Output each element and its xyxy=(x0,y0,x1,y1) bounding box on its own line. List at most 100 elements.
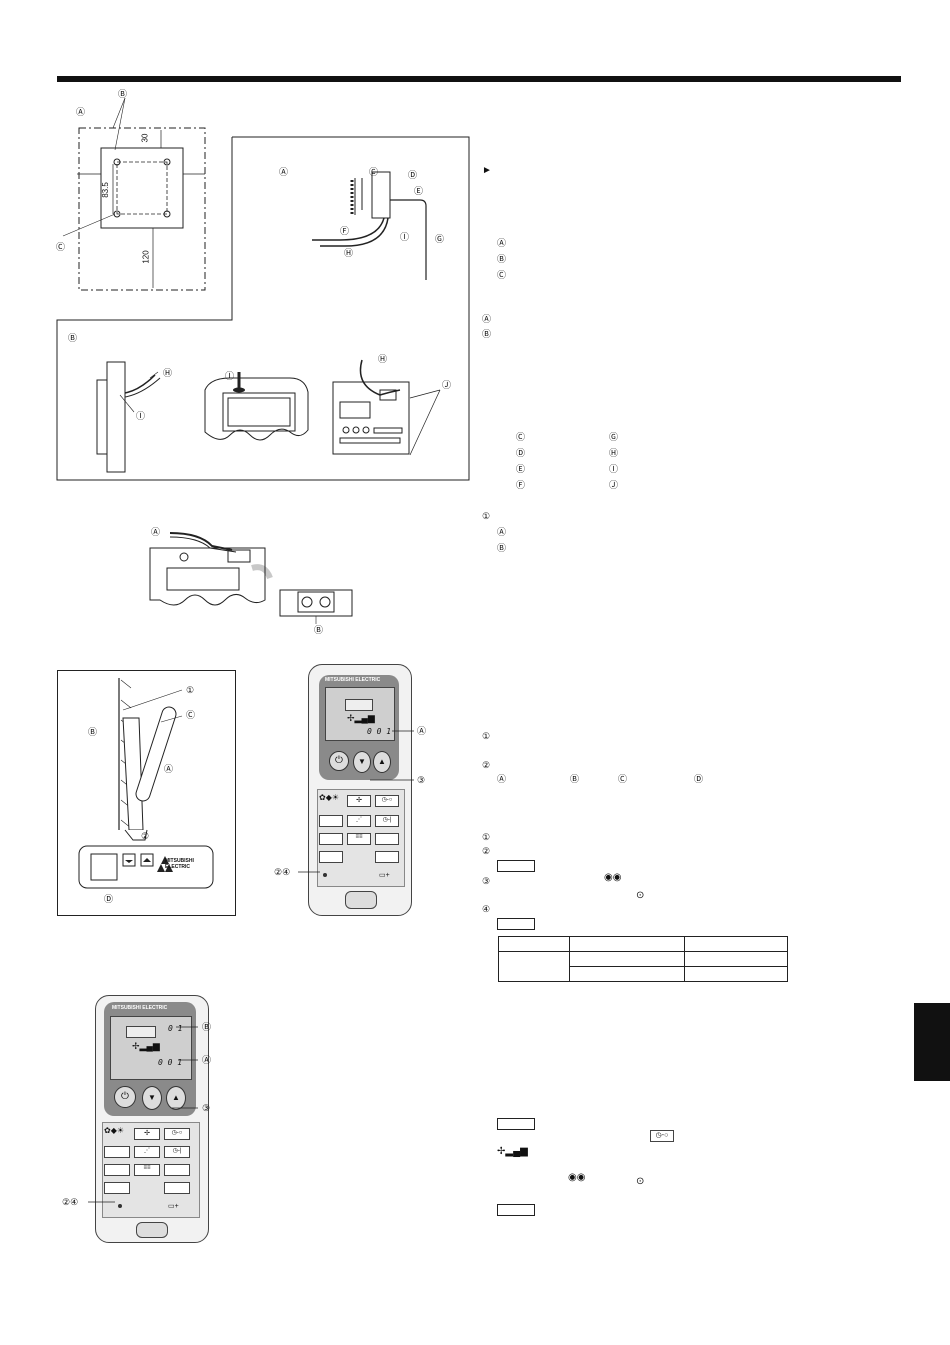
remote2-key-b[interactable] xyxy=(104,1164,130,1176)
holder-callout-1: ① xyxy=(186,685,195,695)
pipe-callout-f: Ⓕ xyxy=(340,226,350,236)
temp-up-button-2[interactable]: ▲ xyxy=(166,1086,186,1110)
remote1-callout-3: ③ xyxy=(417,775,426,785)
remote2-digits: 0 0 1 xyxy=(158,1058,183,1067)
timer-on-button-2[interactable]: ◷-| xyxy=(164,1146,190,1158)
terminal-figure xyxy=(149,532,353,624)
wall-callout-b: Ⓑ xyxy=(68,333,78,343)
remote2-callout-24: ②④ xyxy=(62,1197,79,1207)
remote1-key-a[interactable] xyxy=(319,815,343,827)
remote2-callout-3: ③ xyxy=(202,1103,211,1113)
pipe-callout-c: Ⓒ xyxy=(369,167,379,177)
remote1-key-e[interactable] xyxy=(375,851,399,863)
sec2-b: Ⓑ xyxy=(570,774,580,784)
list1-a: Ⓐ xyxy=(497,238,507,248)
reset-hole-2[interactable] xyxy=(118,1204,122,1208)
holder-callout-2: ② xyxy=(141,831,150,841)
timer-on-button[interactable]: ◷-| xyxy=(375,815,399,827)
fan-button-2[interactable]: ✢ xyxy=(134,1128,160,1140)
remote1-key-b[interactable] xyxy=(319,833,343,845)
wall-callout-i2: Ⓘ xyxy=(225,371,235,381)
remote-controller-1: MITSUBISHI ELECTRIC ✢▂▄▆ 0 0 1 ⏻ ▼ ▲ ✿◆☀… xyxy=(308,664,412,916)
fan-speed-icon-2: ✢▂▄▆ xyxy=(132,1041,160,1051)
parts-g: Ⓖ xyxy=(609,432,619,442)
temp-up-icon: ⊙ xyxy=(636,890,645,901)
remote1-key-c[interactable] xyxy=(375,833,399,845)
remote2-key-c[interactable] xyxy=(164,1164,190,1176)
power-button-2[interactable]: ⏻ xyxy=(114,1086,136,1108)
mount-callout-c: Ⓒ xyxy=(56,242,66,252)
language-tab xyxy=(914,1003,950,1081)
vane-button-2[interactable]: ⋰ xyxy=(134,1146,160,1158)
remote1-key-d[interactable] xyxy=(319,851,343,863)
mode-icon: ✿◆☀ xyxy=(319,793,340,802)
temp-up-button[interactable]: ▲ xyxy=(373,751,391,773)
step1-sub-a: Ⓐ xyxy=(497,527,507,537)
sec2-d: Ⓓ xyxy=(694,774,704,784)
header-rule xyxy=(57,76,901,82)
wall-callout-i1: Ⓘ xyxy=(136,411,146,421)
list1-b: Ⓑ xyxy=(497,254,507,264)
battery-icon: ▭+ xyxy=(379,872,390,879)
remote1-brand: MITSUBISHI ELECTRIC xyxy=(325,677,381,683)
step-num-4: ④ xyxy=(482,904,491,914)
holder-brand: MITSUBISHI ELECTRIC xyxy=(165,858,194,870)
holder-callout-c: Ⓒ xyxy=(186,710,196,720)
remote2-display-box xyxy=(126,1026,156,1038)
temp-down-button-2[interactable]: ▼ xyxy=(142,1086,162,1110)
louver-button-2[interactable]: ≡≡ xyxy=(134,1164,160,1176)
remote1-display xyxy=(325,687,395,741)
pipe-callout-h: Ⓗ xyxy=(344,248,354,258)
parts-d: Ⓓ xyxy=(516,448,526,458)
wiring-panel-frame xyxy=(56,136,470,481)
key-label-box-4 xyxy=(497,1204,535,1216)
timer-off-button[interactable]: ◷-○ xyxy=(375,795,399,807)
remote1-display-box xyxy=(345,699,373,711)
list1-c: Ⓒ xyxy=(497,270,507,280)
timer-off-button-2[interactable]: ◷-○ xyxy=(164,1128,190,1140)
remote2-key-d[interactable] xyxy=(104,1182,130,1194)
remote2-key-a[interactable] xyxy=(104,1146,130,1158)
remote2-key-e[interactable] xyxy=(164,1182,190,1194)
fan-button[interactable]: ✢ xyxy=(347,795,371,807)
wall-callout-h2: Ⓗ xyxy=(378,354,388,364)
wall-callout-h1: Ⓗ xyxy=(163,368,173,378)
battery-icon-2: ▭+ xyxy=(168,1203,179,1210)
parts-c: Ⓒ xyxy=(516,432,526,442)
remote1-digits: 0 0 1 xyxy=(367,727,392,736)
key-label-box-1 xyxy=(497,860,535,872)
pipe-callout-a: Ⓐ xyxy=(279,167,289,177)
setting-table xyxy=(498,936,788,982)
temp-buttons-icon-2: ◉◉ xyxy=(568,1172,586,1183)
mount-template-figure xyxy=(62,97,206,291)
remote1-cover-latch xyxy=(345,891,377,909)
louver-button[interactable]: ≡≡ xyxy=(347,833,371,845)
remote1-callout-24: ②④ xyxy=(274,867,291,877)
vane-button[interactable]: ⋰ xyxy=(347,815,371,827)
power-button[interactable]: ⏻ xyxy=(329,751,349,771)
remote2-callout-b: Ⓑ xyxy=(202,1022,212,1032)
parts-f: Ⓕ xyxy=(516,480,526,490)
list2-a: Ⓐ xyxy=(482,314,492,324)
fan-speed-icon-text: ✢▂▄▆ xyxy=(497,1146,528,1157)
table-row xyxy=(498,936,788,952)
temp-down-button[interactable]: ▼ xyxy=(353,751,371,773)
sec2-a: Ⓐ xyxy=(497,774,507,784)
mount-callout-b: Ⓑ xyxy=(118,89,128,99)
remote2-cover-latch xyxy=(136,1222,168,1238)
remote2-callout-a: Ⓐ xyxy=(202,1055,212,1065)
table-row xyxy=(499,966,788,982)
table-row xyxy=(498,951,788,982)
remote2-brand: MITSUBISHI ELECTRIC xyxy=(112,1005,168,1011)
pipe-callout-e: Ⓔ xyxy=(414,186,424,196)
holder-callout-a: Ⓐ xyxy=(164,764,174,774)
sec2-num-1: ① xyxy=(482,731,491,741)
temp-up-icon-2: ⊙ xyxy=(636,1176,645,1187)
reset-hole[interactable] xyxy=(323,873,327,877)
holder-callout-d: Ⓓ xyxy=(104,894,114,904)
step-num-1: ① xyxy=(482,832,491,842)
pipe-callout-d: Ⓓ xyxy=(408,170,418,180)
parts-e: Ⓔ xyxy=(516,464,526,474)
